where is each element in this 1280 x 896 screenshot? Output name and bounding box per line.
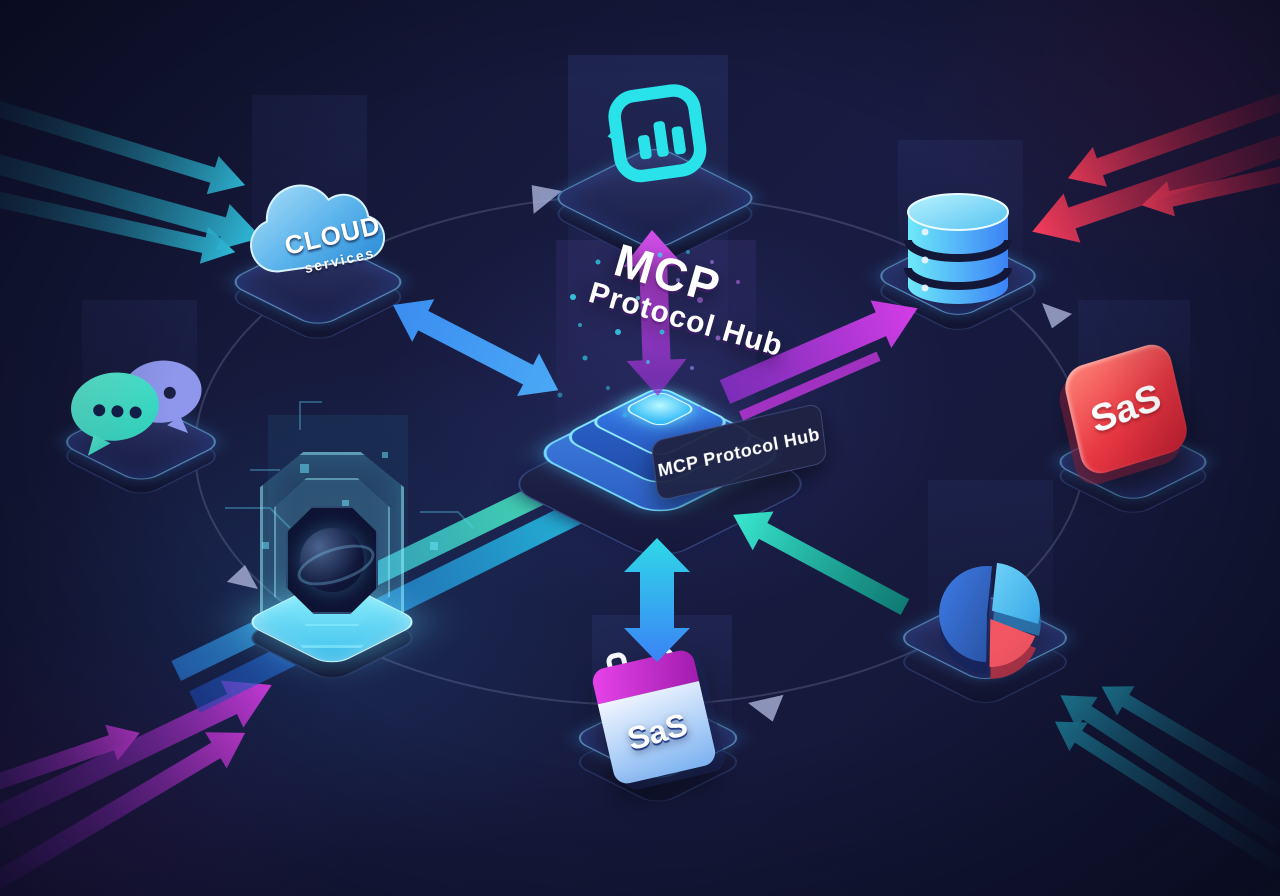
- arrow-pie-hub: [733, 511, 910, 615]
- arrow-hub-calendar: [624, 538, 690, 662]
- blue-double-arrow-icon: [393, 299, 559, 397]
- teal-arrow-icon: [733, 511, 910, 615]
- teal-blue-double-arrow-icon: [624, 538, 690, 662]
- arrow-cloud-hub: [393, 299, 559, 397]
